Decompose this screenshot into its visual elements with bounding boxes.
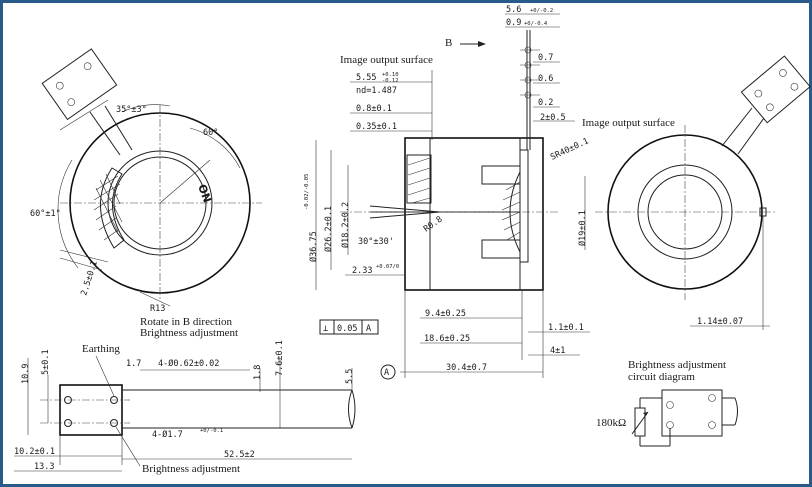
dim-0-9-tol: +0/-0.4 <box>524 21 548 27</box>
flatness-symbol: ⊥ <box>323 324 328 334</box>
connector-pins <box>520 30 540 150</box>
angle-35-label: 35°±3° <box>116 105 147 115</box>
dim-dia-36-75-tol: -0.02/-0.05 <box>304 174 310 210</box>
image-output-surface-label-right: Image output surface <box>582 117 675 129</box>
brightness-adjustment-label: Brightness adjustment <box>142 463 240 475</box>
dim-1-8: 1.8 <box>253 365 263 380</box>
circuit-diagram: Brightness adjustment circuit diagram 18… <box>596 359 738 447</box>
dim-0-8: 0.8±0.1 <box>356 104 392 114</box>
radius-r0-8: R0.8 <box>422 215 445 235</box>
dim-dia-36-75: Ø36.75 <box>308 231 319 262</box>
flatness-datum: A <box>366 324 371 334</box>
dim-2-0-5: 2±0.5 <box>540 113 566 123</box>
dim-5: 5±0.1 <box>41 349 51 375</box>
refractive-index: nd=1.487 <box>356 86 397 96</box>
dim-0-2: 0.2 <box>538 98 553 108</box>
dim-2-5: 2.5±0.1 <box>79 260 100 297</box>
on-mark: ON <box>195 183 214 205</box>
dim-5-55: 5.55 <box>356 73 376 83</box>
dim-13-3: 13.3 <box>34 462 54 472</box>
dim-30-4: 30.4±0.7 <box>446 363 487 373</box>
left-front-view: 35°±3° 60° 60°±1° 2.5±0.1 R13 ON Rotate … <box>30 48 262 339</box>
dim-1-14: 1.14±0.07 <box>697 317 743 327</box>
dim-5-55-tol-lo: -0.12 <box>382 78 399 84</box>
dim-10-9: 10.9 <box>21 364 31 384</box>
dim-52-5: 52.5±2 <box>224 450 255 460</box>
dim-1-1: 1.1±0.1 <box>548 323 584 333</box>
flatness-callout: ⊥ 0.05 A <box>319 319 379 335</box>
dim-0-35: 0.35±0.1 <box>356 122 397 132</box>
flatness-value: 0.05 <box>337 324 357 334</box>
hatched-region <box>100 167 125 249</box>
center-section-view: B 5.6 +0/-0.2 0.9 +0/-0.4 0.7 0.6 0.2 2±… <box>304 5 675 380</box>
holes-0-62: 4-Ø0.62±0.02 <box>158 358 219 369</box>
right-back-view: 1.14±0.07 <box>595 55 811 330</box>
angle-60pm-label: 60°±1° <box>30 209 61 219</box>
dim-0-7: 0.7 <box>538 53 553 63</box>
dim-2-33-tol: +0.07/0 <box>376 264 399 270</box>
dim-5-6: 5.6 <box>506 5 521 15</box>
connector-side-view: 10.9 5±0.1 1.7 4-Ø0.62±0.02 1.8 7.6±0.1 … <box>14 340 356 475</box>
dim-7-6: 7.6±0.1 <box>275 340 285 376</box>
datum-a: A <box>384 368 389 378</box>
dim-5-5: 5.5 <box>345 369 355 384</box>
radius-r13: R13 <box>150 304 165 314</box>
holes-1-7-tol: +0/-0.1 <box>200 428 223 434</box>
dim-4: 4±1 <box>550 346 565 356</box>
dim-0-9: 0.9 <box>506 18 521 28</box>
dim-18-6: 18.6±0.25 <box>424 334 470 344</box>
holes-1-7: 4-Ø1.7 <box>152 429 183 440</box>
angle-60-label: 60° <box>203 128 218 138</box>
circuit-title-line1: Brightness adjustment <box>628 359 726 371</box>
dim-1-7: 1.7 <box>126 359 141 369</box>
dim-dia-18-2: Ø18.2±0.2 <box>340 202 351 248</box>
dim-dia-26-2: Ø26.2±0.1 <box>323 206 334 252</box>
prism-hatch <box>406 154 432 204</box>
dim-5-55-tol-up: +0.10 <box>382 72 399 78</box>
rotate-label-line1: Rotate in B direction <box>140 316 232 328</box>
earthing-label: Earthing <box>82 343 120 355</box>
dim-10-2: 10.2±0.1 <box>14 447 55 457</box>
dim-5-6-tol: +0/-0.2 <box>530 8 553 14</box>
dim-dia-19: Ø19±0.1 <box>577 210 588 246</box>
circuit-title-line2: circuit diagram <box>628 371 695 383</box>
rotate-label-line2: Brightness adjustment <box>140 327 238 339</box>
dim-9-4: 9.4±0.25 <box>425 309 466 319</box>
resistor-value: 180kΩ <box>596 417 626 429</box>
radius-sr40: SR40±0.1 <box>549 136 590 162</box>
view-b-marker: B <box>445 37 452 49</box>
angle-30: 30°±30' <box>358 237 394 247</box>
dim-0-6: 0.6 <box>538 74 553 84</box>
image-output-surface-label-top: Image output surface <box>340 54 433 66</box>
dim-2-33: 2.33 <box>352 266 372 276</box>
